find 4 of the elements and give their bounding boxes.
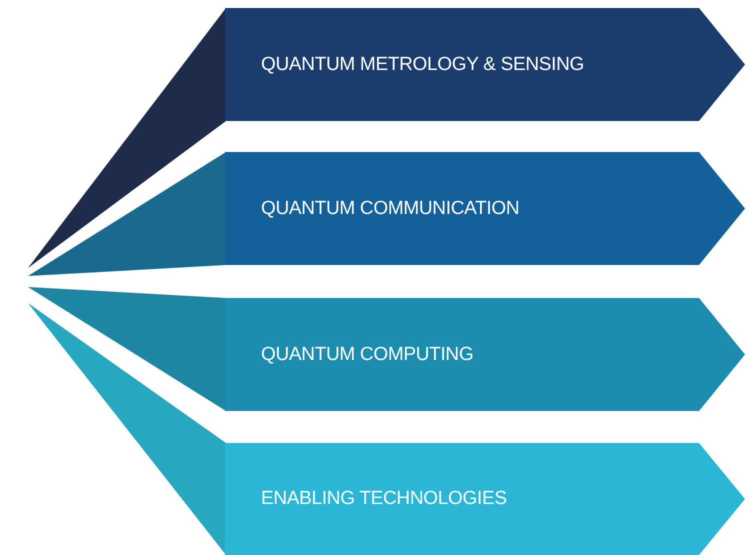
band-label: QUANTUM COMPUTING — [261, 344, 474, 366]
band-label: QUANTUM METROLOGY & SENSING — [261, 54, 584, 76]
band-label: QUANTUM COMMUNICATION — [261, 198, 520, 220]
band-label: ENABLING TECHNOLOGIES — [261, 488, 507, 510]
